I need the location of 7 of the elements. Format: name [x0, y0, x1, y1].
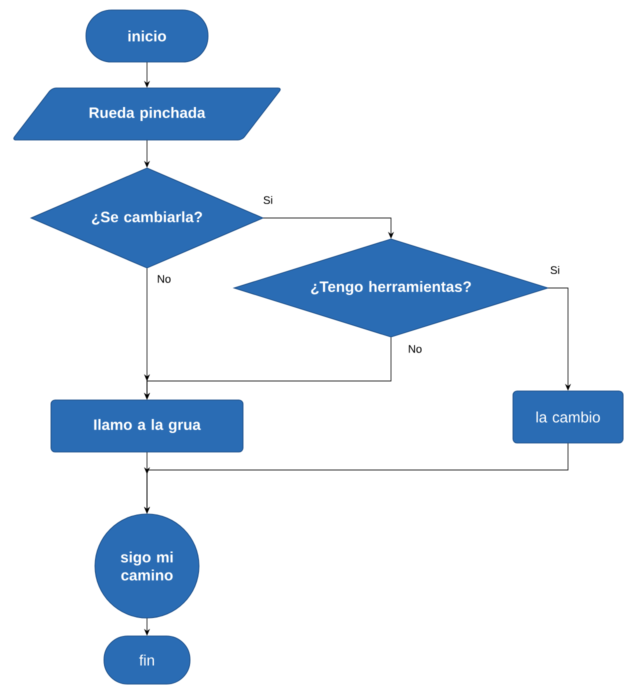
input-parallelogram: Rueda pinchada [13, 88, 281, 140]
edge-label: No [156, 274, 172, 284]
edge-label: Si [262, 194, 274, 206]
process-box: la cambio [512, 390, 624, 444]
process-box: Ilamo a la grua [50, 400, 244, 452]
edge-label: Si [549, 264, 561, 276]
edge-label: No [406, 344, 424, 354]
